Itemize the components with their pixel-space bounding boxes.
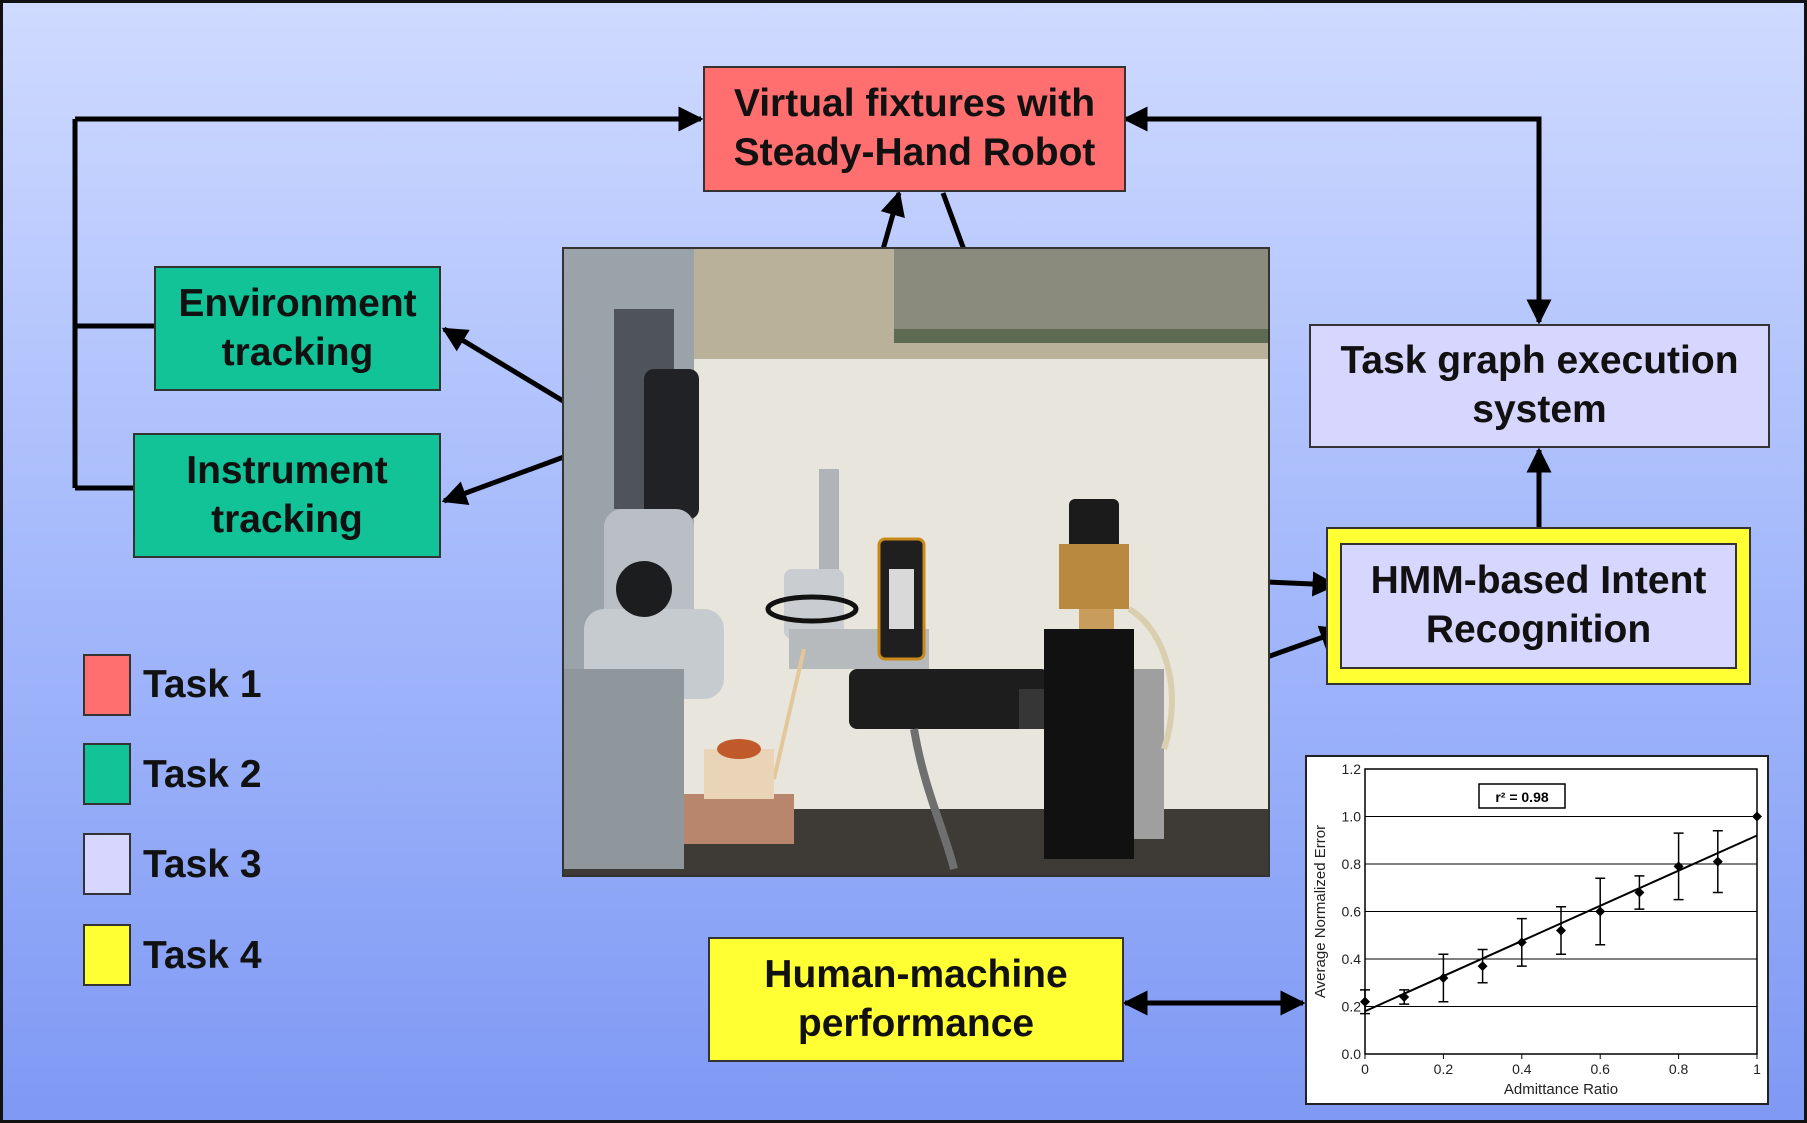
legend-swatch-task3 bbox=[83, 833, 131, 895]
chart-y-tick-label: 1.0 bbox=[1342, 809, 1362, 825]
chart-x-tick-label: 0.2 bbox=[1434, 1061, 1454, 1077]
chart-y-tick-label: 0.8 bbox=[1342, 856, 1362, 872]
instrument-tracking-label: Instrument tracking bbox=[186, 448, 388, 541]
chart-annotation: r² = 0.98 bbox=[1495, 789, 1549, 805]
chart-y-tick-label: 1.2 bbox=[1342, 761, 1362, 777]
chart-annotation-box bbox=[1478, 783, 1566, 809]
chart-x-tick-label: 0 bbox=[1361, 1061, 1369, 1077]
performance-chart-svg: 0.0 0.2 0.4 0.6 0.8 1.0 1.2 0 0.2 0.4 0.6 0.8 1Admit… bbox=[1312, 761, 1762, 1098]
legend-swatch-task2 bbox=[83, 743, 131, 805]
chart-data-point bbox=[1595, 906, 1606, 917]
chart-x-tick-label: 0.6 bbox=[1590, 1061, 1610, 1077]
chart-x-tick-label: 0.8 bbox=[1669, 1061, 1689, 1077]
instrument-tracking-box: Instrument tracking bbox=[133, 433, 441, 558]
chart-data-point bbox=[1673, 861, 1684, 872]
hmm-intent-box: HMM-based Intent Recognition bbox=[1340, 543, 1737, 669]
chart-y-axis-label: Average Normalized Error bbox=[1312, 825, 1329, 998]
environment-tracking-label: Environment tracking bbox=[178, 281, 417, 374]
legend-swatch-task4 bbox=[83, 924, 131, 986]
legend-label-task3: Task 3 bbox=[143, 843, 262, 886]
chart-data-point bbox=[1634, 887, 1645, 898]
hmm-intent-label: HMM-based Intent Recognition bbox=[1370, 559, 1707, 651]
chart-data-point bbox=[1477, 961, 1488, 972]
environment-tracking-box: Environment tracking bbox=[154, 266, 441, 391]
legend-swatch-task1 bbox=[83, 654, 131, 716]
chart-y-tick-label: 0.0 bbox=[1342, 1046, 1362, 1062]
human-machine-box: Human-machine performance bbox=[708, 937, 1124, 1062]
fixtures-taskgraph-arrow bbox=[1122, 106, 1552, 325]
virtual-fixtures-label: Virtual fixtures with Steady-Hand Robot bbox=[733, 82, 1096, 174]
task-graph-label: Task graph execution system bbox=[1340, 339, 1739, 431]
robot-setup-photo bbox=[562, 247, 1270, 877]
chart-data-point bbox=[1360, 996, 1370, 1007]
legend-label-task1: Task 1 bbox=[143, 663, 262, 706]
virtual-fixtures-box: Virtual fixtures with Steady-Hand Robot bbox=[703, 66, 1126, 192]
legend-label-task4: Task 4 bbox=[143, 934, 262, 977]
task-graph-box: Task graph execution system bbox=[1309, 324, 1770, 448]
chart-data-point bbox=[1712, 856, 1723, 867]
chart-data-point bbox=[1752, 811, 1762, 822]
chart-data-point bbox=[1438, 973, 1449, 983]
legend-label-task2: Task 2 bbox=[143, 753, 262, 796]
chart-data-point bbox=[1556, 925, 1566, 936]
chart-y-tick-label: 0.2 bbox=[1342, 999, 1362, 1015]
chart-data-point bbox=[1516, 937, 1527, 948]
chart-x-tick-label: 0.4 bbox=[1512, 1061, 1532, 1077]
chart-x-axis-label: Admittance Ratio bbox=[1504, 1081, 1618, 1098]
chart-y-tick-label: 0.6 bbox=[1342, 904, 1362, 920]
chart-y-tick-label: 0.4 bbox=[1342, 951, 1362, 967]
human-machine-label: Human-machine performance bbox=[764, 952, 1068, 1045]
chart-x-tick-label: 1 bbox=[1753, 1061, 1761, 1077]
chart-data-point bbox=[1399, 992, 1410, 1002]
